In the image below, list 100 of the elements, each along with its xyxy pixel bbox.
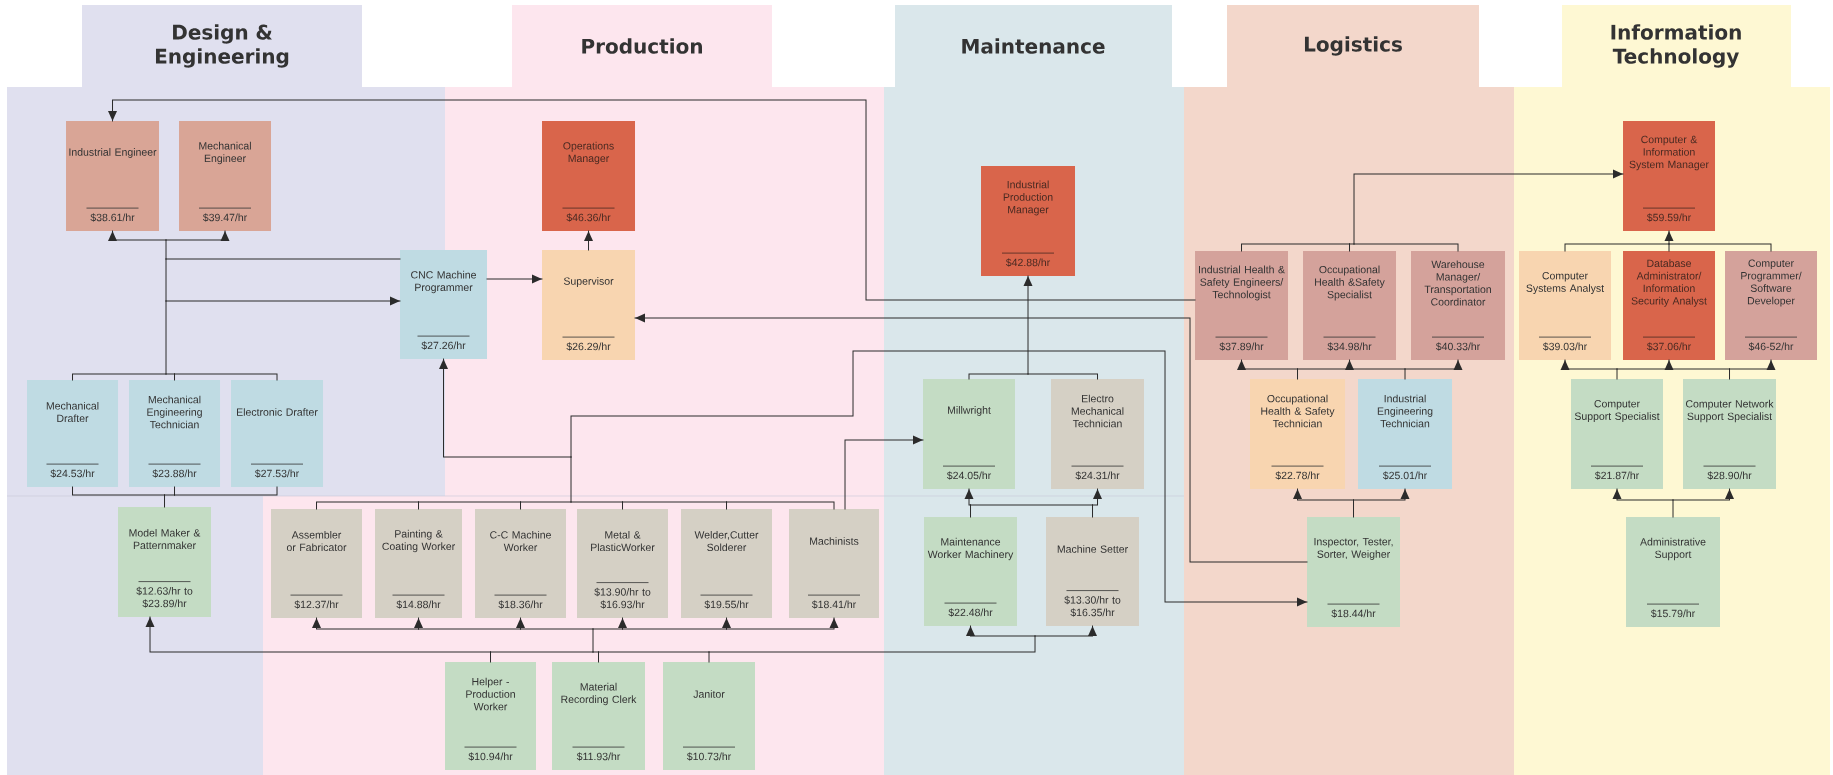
connector-line: [72, 373, 167, 381]
connector-line: [418, 501, 419, 510]
connector-line: [622, 501, 623, 510]
arrow: [966, 625, 1036, 637]
arrow: [722, 617, 731, 630]
connector-line: [1092, 504, 1093, 518]
connector-line: [1297, 368, 1298, 380]
arrow: [964, 488, 974, 506]
connector-line: [1729, 368, 1730, 380]
arrow: [1237, 359, 1298, 370]
connector-line: [1353, 243, 1459, 252]
job-box: Millwright $24.05/hr: [923, 379, 1015, 489]
job-box: Mechanical Engineering Technician $23.88/hr: [129, 380, 220, 487]
connector-line: [1672, 499, 1674, 518]
arrow: [1560, 359, 1618, 370]
job-box: Mechanical Drafter $24.53/hr: [27, 380, 118, 487]
job-box: Janitor $10.73/hr: [663, 662, 755, 770]
connector-line: [165, 239, 167, 260]
connector-line: [490, 651, 594, 653]
connector-line: [622, 628, 727, 630]
connector-line: [1349, 243, 1350, 252]
job-box: Machinists $18.41/hr: [789, 509, 879, 618]
job-box: Mechanical Engineer $39.47/hr: [179, 121, 271, 231]
arrow: [312, 617, 419, 630]
job-box: Industrial Production Manager $42.88/hr: [981, 166, 1075, 276]
connector-line: [418, 628, 521, 630]
connector-line: [1616, 368, 1618, 380]
arrow: [486, 274, 543, 284]
job-box: Industrial Engineering Technician $25.01/hr: [1358, 379, 1452, 489]
connector-line: [174, 373, 175, 381]
arrow: [165, 296, 401, 306]
connector-line: [164, 494, 175, 496]
job-box: Database Administrator/ Information Security Analyst $37.06/hr: [1623, 251, 1715, 360]
job-box: Computer Programmer/ Software Developer $46-52/hr: [1725, 251, 1817, 360]
connector-line: [1353, 499, 1354, 518]
connector-line: [1027, 373, 1098, 380]
connector-line: [592, 651, 599, 653]
connector-line: [72, 486, 165, 496]
connector-line: [570, 501, 623, 503]
job-box: Occupational Health &Safety Specialist $34.98/hr: [1303, 251, 1396, 360]
arrow: [844, 435, 924, 510]
job-box: Machine Setter $13.30/hr to $16.35/hr: [1046, 517, 1139, 626]
connector-line: [592, 628, 594, 653]
job-box: Inspector, Tester, Sorter, Weigher $18.44/hr: [1307, 517, 1400, 627]
arrow: [1092, 488, 1102, 506]
connector-line: [164, 494, 165, 508]
job-box: Metal & PlasticWorker $13.90/hr to $16.93/hr: [577, 509, 668, 618]
arrow: [570, 350, 1308, 607]
connector-line: [622, 501, 727, 503]
arrow: [1672, 488, 1734, 501]
job-box: Computer Systems Analyst $39.03/hr: [1519, 251, 1611, 360]
connector-line: [418, 501, 521, 503]
job-box: Helper - Production Worker $10.94/hr: [445, 662, 536, 770]
connector-line: [708, 651, 710, 663]
job-box: Supervisor $26.29/hr: [542, 250, 635, 360]
job-box: Material Recording Clerk $11.93/hr: [552, 662, 645, 770]
connector-line: [592, 628, 623, 630]
connector-line: [520, 501, 521, 510]
job-box: Industrial Health & Safety Engineers/ Technologist $37.89/hr: [1195, 251, 1288, 360]
arrow: [1345, 359, 1354, 370]
arrow: [1664, 230, 1674, 245]
job-box: Computer & Information System Manager $59.59/hr: [1623, 121, 1715, 231]
job-box: Computer Network Support Specialist $28.90/hr: [1683, 379, 1776, 489]
job-box: Maintenance Worker Machinery $22.48/hr: [924, 517, 1017, 626]
connector-line: [165, 300, 167, 375]
job-box: Industrial Engineer $38.61/hr: [66, 121, 159, 231]
connector-line: [598, 651, 599, 663]
job-box: Model Maker & Patternmaker $12.63/hr to $23.89/hr: [118, 507, 211, 617]
arrow: [108, 230, 167, 241]
arrow: [1034, 625, 1097, 637]
connector-line: [174, 486, 278, 496]
arrow: [1664, 359, 1674, 370]
arrow: [1353, 169, 1624, 245]
job-box: Assembler or Fabricator $12.37/hr: [271, 509, 362, 618]
connector-line: [570, 456, 572, 503]
connector-line: [726, 501, 727, 510]
connector-line: [165, 258, 167, 302]
connector-line: [1349, 243, 1355, 245]
connector-line: [490, 651, 491, 663]
connector-line: [968, 373, 1029, 380]
connector-line: [165, 258, 401, 260]
arrow: [145, 616, 491, 653]
connector-line: [165, 373, 175, 375]
arrow: [1612, 488, 1674, 501]
job-box: Electro Mechanical Technician $24.31/hr: [1051, 379, 1144, 489]
connector-line: [316, 501, 419, 510]
arrow: [1023, 275, 1033, 375]
connector-line: [708, 635, 1036, 653]
arrow: [516, 617, 525, 630]
arrow: [108, 99, 1196, 301]
connector-line: [520, 501, 572, 503]
job-box: Operations Manager $46.36/hr: [542, 121, 635, 231]
connector-line: [598, 651, 710, 653]
job-box: C-C Machine Worker $18.36/hr: [475, 509, 566, 618]
job-box: Occupational Health & Safety Technician $22.78/hr: [1250, 379, 1345, 489]
job-box: Welder,Cutter Solderer $19.55/hr: [681, 509, 772, 618]
arrow: [618, 617, 627, 630]
job-box: Painting & Coating Worker $14.88/hr: [375, 509, 462, 618]
job-box: Administrative Support $15.79/hr: [1626, 517, 1720, 627]
connector-line: [174, 373, 278, 381]
